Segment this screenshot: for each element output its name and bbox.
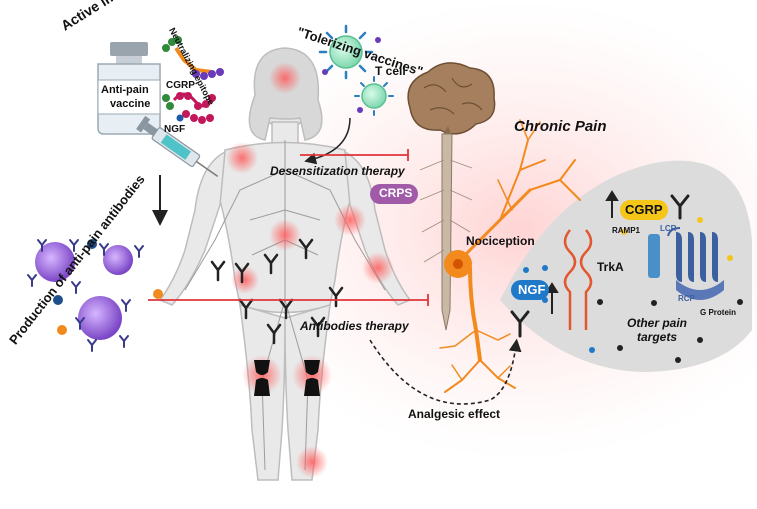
antibodies-therapy-label: Antibodies therapy [300, 319, 409, 333]
crps-badge-bg [370, 184, 418, 204]
cgrp-badge-label: CGRP [625, 202, 663, 217]
tcell-to-therapy-arrow [304, 117, 351, 165]
desensitization-inhibition-line [300, 149, 409, 161]
vial-label-line1: Anti-pain [101, 84, 149, 96]
cgrp-antibody-icon [670, 194, 690, 220]
chronic-pain-label: Chronic Pain [514, 118, 607, 135]
analgesic-effect-label: Analgesic effect [408, 407, 501, 421]
antigen-dot [57, 325, 67, 335]
spinal-cord-icon [419, 133, 473, 331]
g-protein-label: G Protein [700, 308, 737, 317]
rcp-label: RCP [678, 294, 695, 303]
ngf-antibody-icon [510, 310, 530, 338]
trka-receptor-icon [563, 229, 593, 330]
vial-label-line2: vaccine [110, 98, 151, 110]
other-pain-targets-label: Other pain targets [626, 316, 687, 344]
cgrp-badge-bg [620, 200, 668, 220]
antigen-dot [53, 295, 63, 305]
ngf-molecule-label: NGF [164, 124, 186, 135]
t-cell-icon [354, 76, 394, 116]
crps-label: CRPS [379, 186, 413, 200]
b-cell-icon [35, 242, 133, 340]
analgesic-effect-arrow [369, 338, 522, 405]
t-cell-icon [318, 24, 381, 80]
ngf-badge-bg [511, 280, 549, 300]
antigen-dot [87, 239, 97, 249]
up-arrows [545, 190, 619, 314]
t-cell-label: T cell [375, 64, 406, 78]
desensitization-therapy-label: Desensitization therapy [270, 164, 405, 178]
lcr-label: LCR [660, 224, 677, 233]
cgrp-ngf-molecule-icon [162, 92, 216, 124]
vaccine-vial-icon [97, 42, 161, 135]
syringe-icon [136, 115, 219, 177]
secreted-antibodies-icon [27, 239, 144, 352]
antigen-dot [153, 289, 163, 299]
knee-joint-icon [254, 360, 320, 396]
antibody-icon [210, 238, 344, 345]
cgrp-molecule-label: CGRP [166, 80, 195, 91]
molecular-zoom-panel [500, 160, 752, 372]
antibodies-inhibition-line [148, 294, 429, 306]
neutralizing-epitope-icon [162, 36, 224, 80]
pain-spots [226, 62, 394, 478]
nociception-label: Nociception [466, 234, 535, 248]
ngf-badge-label: NGF [518, 282, 546, 297]
neuron-nucleus [453, 259, 463, 269]
ramp1-label: RAMP1 [612, 226, 641, 235]
trka-label: TrkA [597, 260, 624, 274]
gpcr-receptor-icon [648, 227, 724, 300]
